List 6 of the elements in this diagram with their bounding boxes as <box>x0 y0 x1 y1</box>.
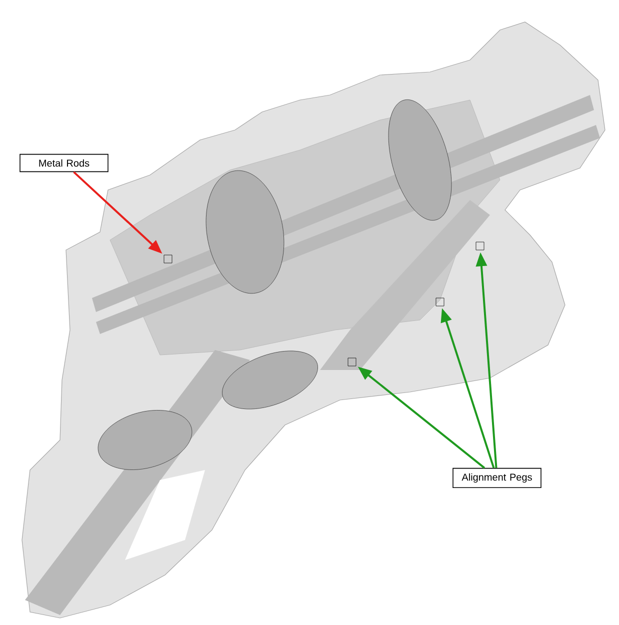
peg-part <box>164 254 172 264</box>
peg-part <box>348 358 356 366</box>
peg-part <box>436 298 444 306</box>
callout-box: Metal Rods <box>20 154 108 172</box>
callout-box: Alignment Pegs <box>452 468 542 488</box>
peg-part <box>476 242 484 250</box>
